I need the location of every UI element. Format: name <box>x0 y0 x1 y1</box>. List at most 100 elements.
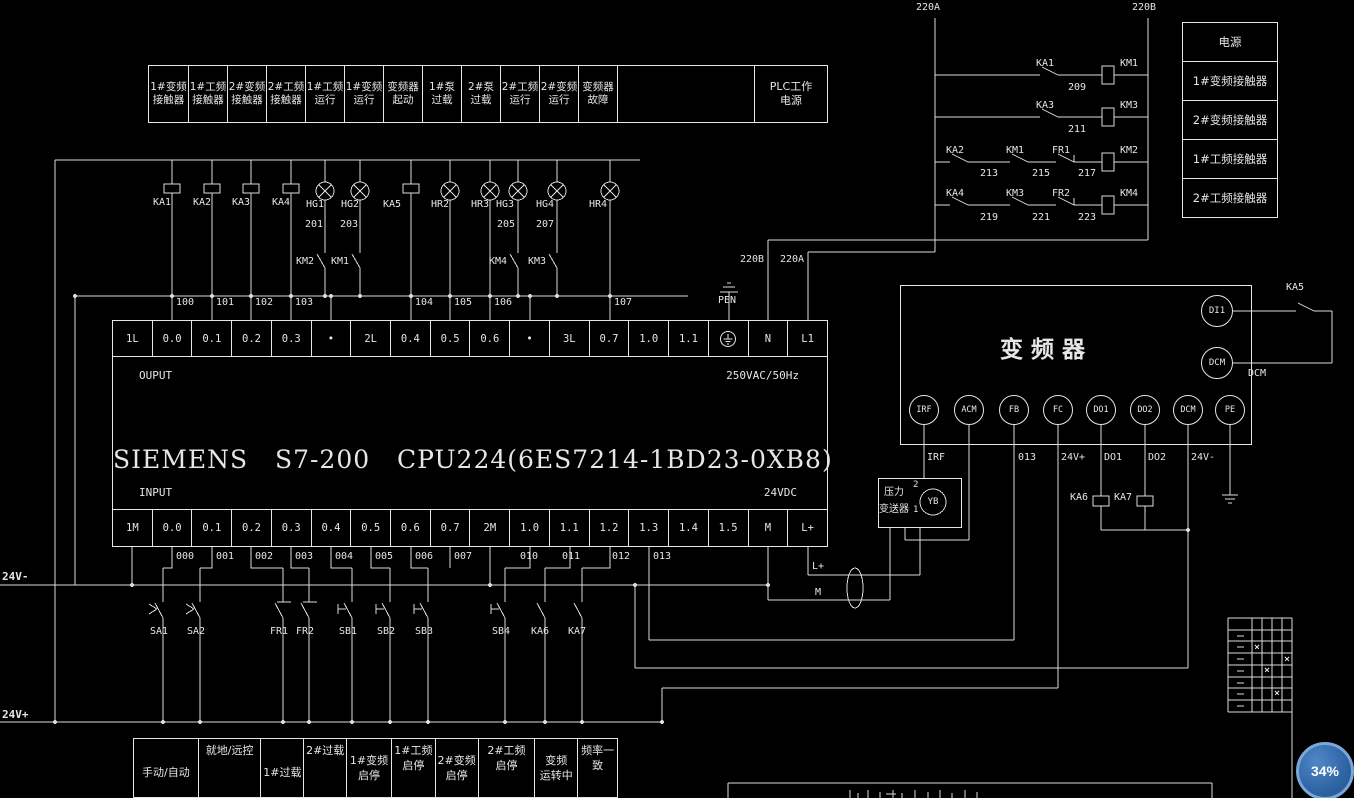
legend-cell: 手动/自动 <box>142 766 190 779</box>
relay-label: KA2 <box>192 197 212 208</box>
feed-label-220a: 220A <box>780 254 805 265</box>
contact-label: KA2 <box>946 145 965 156</box>
terminal: 1M <box>113 510 153 546</box>
wire-number: 215 <box>1032 168 1051 179</box>
rail-label-24v-neg: 24V- <box>2 570 29 583</box>
terminal: 0.0 <box>153 321 193 356</box>
legend-cell: 2#过载 <box>303 739 346 797</box>
legend-row: 1#变频接触器 <box>1183 62 1277 101</box>
transmitter-tag-circle <box>919 488 947 516</box>
legend-cell: 1#工频运行 <box>305 66 344 122</box>
relay-coil-label: KA6 <box>1070 492 1089 503</box>
lamp-label: HG2 <box>340 199 360 210</box>
contact-label: KM3 <box>1006 188 1025 199</box>
contact-label: KM1 <box>1006 145 1025 156</box>
supply-label-m: M <box>815 587 822 598</box>
inverter-terminal-dcm: DCM <box>1173 395 1203 425</box>
terminal: • <box>510 321 550 356</box>
titleblock-lines <box>727 617 1293 798</box>
legend-cell: 2#变频运行 <box>539 66 578 122</box>
wire-number: 012 <box>612 551 631 562</box>
terminal: 1.2 <box>590 510 630 546</box>
legend-cell: 2#变频接触器 <box>227 66 266 122</box>
dcm-wire-label: DCM <box>1248 368 1267 379</box>
wire-number: 004 <box>335 551 354 562</box>
terminal: N <box>749 321 789 356</box>
legend-cell: 1#工频接触器 <box>188 66 227 122</box>
legend-cell: 变频器起动 <box>383 66 422 122</box>
relay-coil-label: KA7 <box>1114 492 1133 503</box>
output-section-label: OUPUT <box>139 369 173 382</box>
legend-cell: 1#工频启停 <box>390 739 435 797</box>
wire-number: 209 <box>1068 82 1087 93</box>
contact-label: KA3 <box>1036 100 1055 111</box>
terminal: 0.4 <box>312 510 352 546</box>
wire-number: 011 <box>562 551 581 562</box>
pressure-transmitter-box <box>878 478 962 528</box>
terminal: 0.6 <box>470 321 511 356</box>
legend-cell: 2#工频接触器 <box>266 66 305 122</box>
contact-label: FR1 <box>1052 145 1071 156</box>
output-wiring <box>0 159 768 723</box>
relay-label: KA4 <box>271 197 291 208</box>
control-wiring <box>720 18 1149 320</box>
legend-row: 2#工频接触器 <box>1192 191 1268 205</box>
plc-output-terminals: 1L 0.0 0.1 0.2 0.3 • 2L 0.4 0.5 0.6 • 3L… <box>113 321 827 357</box>
coil-label: KM4 <box>1120 188 1139 199</box>
inverter-terminal-fc: FC <box>1043 395 1073 425</box>
lamp-label: HR2 <box>430 199 450 210</box>
zoom-level-badge[interactable]: 34% <box>1296 742 1354 798</box>
inverter-port-di1: DI1 <box>1201 295 1233 327</box>
inverter-box <box>900 285 1252 445</box>
wire-number: 219 <box>980 212 999 223</box>
plc-input-terminals: 1M 0.0 0.1 0.2 0.3 0.4 0.5 0.6 0.7 2M 1.… <box>113 509 827 546</box>
wire-number: 105 <box>454 297 473 308</box>
terminal: 0.2 <box>232 510 272 546</box>
switch-label: SB1 <box>339 626 358 637</box>
inverter-terminal-do1: DO1 <box>1086 395 1116 425</box>
transmitter-tag: YB <box>927 497 939 507</box>
plc-body: OUPUT 250VAC/50Hz SIEMENS S7-200 CPU224(… <box>113 357 832 509</box>
wire-number: 107 <box>614 297 633 308</box>
coil-label: KM3 <box>1120 100 1139 111</box>
legend-cell: 2#工频运行 <box>500 66 539 122</box>
terminal: 1.1 <box>669 321 709 356</box>
wire-number: 201 <box>305 219 324 230</box>
terminal: 0.7 <box>590 321 630 356</box>
lamp-label: HG1 <box>305 199 325 210</box>
terminal: 2M <box>470 510 511 546</box>
legend-cell: 1#变频启停 <box>346 739 391 797</box>
legend-cell: 2#泵过载 <box>461 66 500 122</box>
wire-number: 106 <box>494 297 513 308</box>
lamp-label: HG3 <box>495 199 515 210</box>
legend-cell: 变频器故障 <box>578 66 617 122</box>
transmitter-name: 变送器 <box>879 504 909 515</box>
terminal: 0.5 <box>431 321 471 356</box>
switch-label: KA7 <box>568 626 587 637</box>
switch-label: SB2 <box>377 626 396 637</box>
wire-number: 001 <box>216 551 235 562</box>
relay-label: KA3 <box>231 197 251 208</box>
output-legend-table: 1#变频接触器 1#工频接触器 2#变频接触器 2#工频接触器 1#工频运行 1… <box>148 65 828 123</box>
wire-number: 103 <box>295 297 314 308</box>
switch-label: KA6 <box>531 626 550 637</box>
contact-label: KM3 <box>528 256 547 267</box>
plc-block: 1L 0.0 0.1 0.2 0.3 • 2L 0.4 0.5 0.6 • 3L… <box>112 320 832 547</box>
wire-number: 010 <box>520 551 539 562</box>
transmitter-name: 压力 <box>884 487 904 498</box>
terminal: 0.2 <box>232 321 272 356</box>
terminal: L+ <box>801 522 814 534</box>
wire-number: 205 <box>497 219 516 230</box>
inverter-terminal-pe: PE <box>1215 395 1245 425</box>
pin-number: 2 <box>913 480 919 490</box>
output-rating-label: 250VAC/50Hz <box>726 369 799 382</box>
contact-label: FR2 <box>1052 188 1071 199</box>
phase-label-220a: 220A <box>916 2 941 13</box>
terminal: 0.5 <box>351 510 392 546</box>
contactor-legend-table: 电源 1#变频接触器 2#变频接触器 1#工频接触器 2#工频接触器 <box>1182 22 1278 218</box>
terminal: 1.3 <box>629 510 670 546</box>
terminal: 1.1 <box>550 510 590 546</box>
terminal: • <box>312 321 352 356</box>
wire-number: 007 <box>454 551 473 562</box>
